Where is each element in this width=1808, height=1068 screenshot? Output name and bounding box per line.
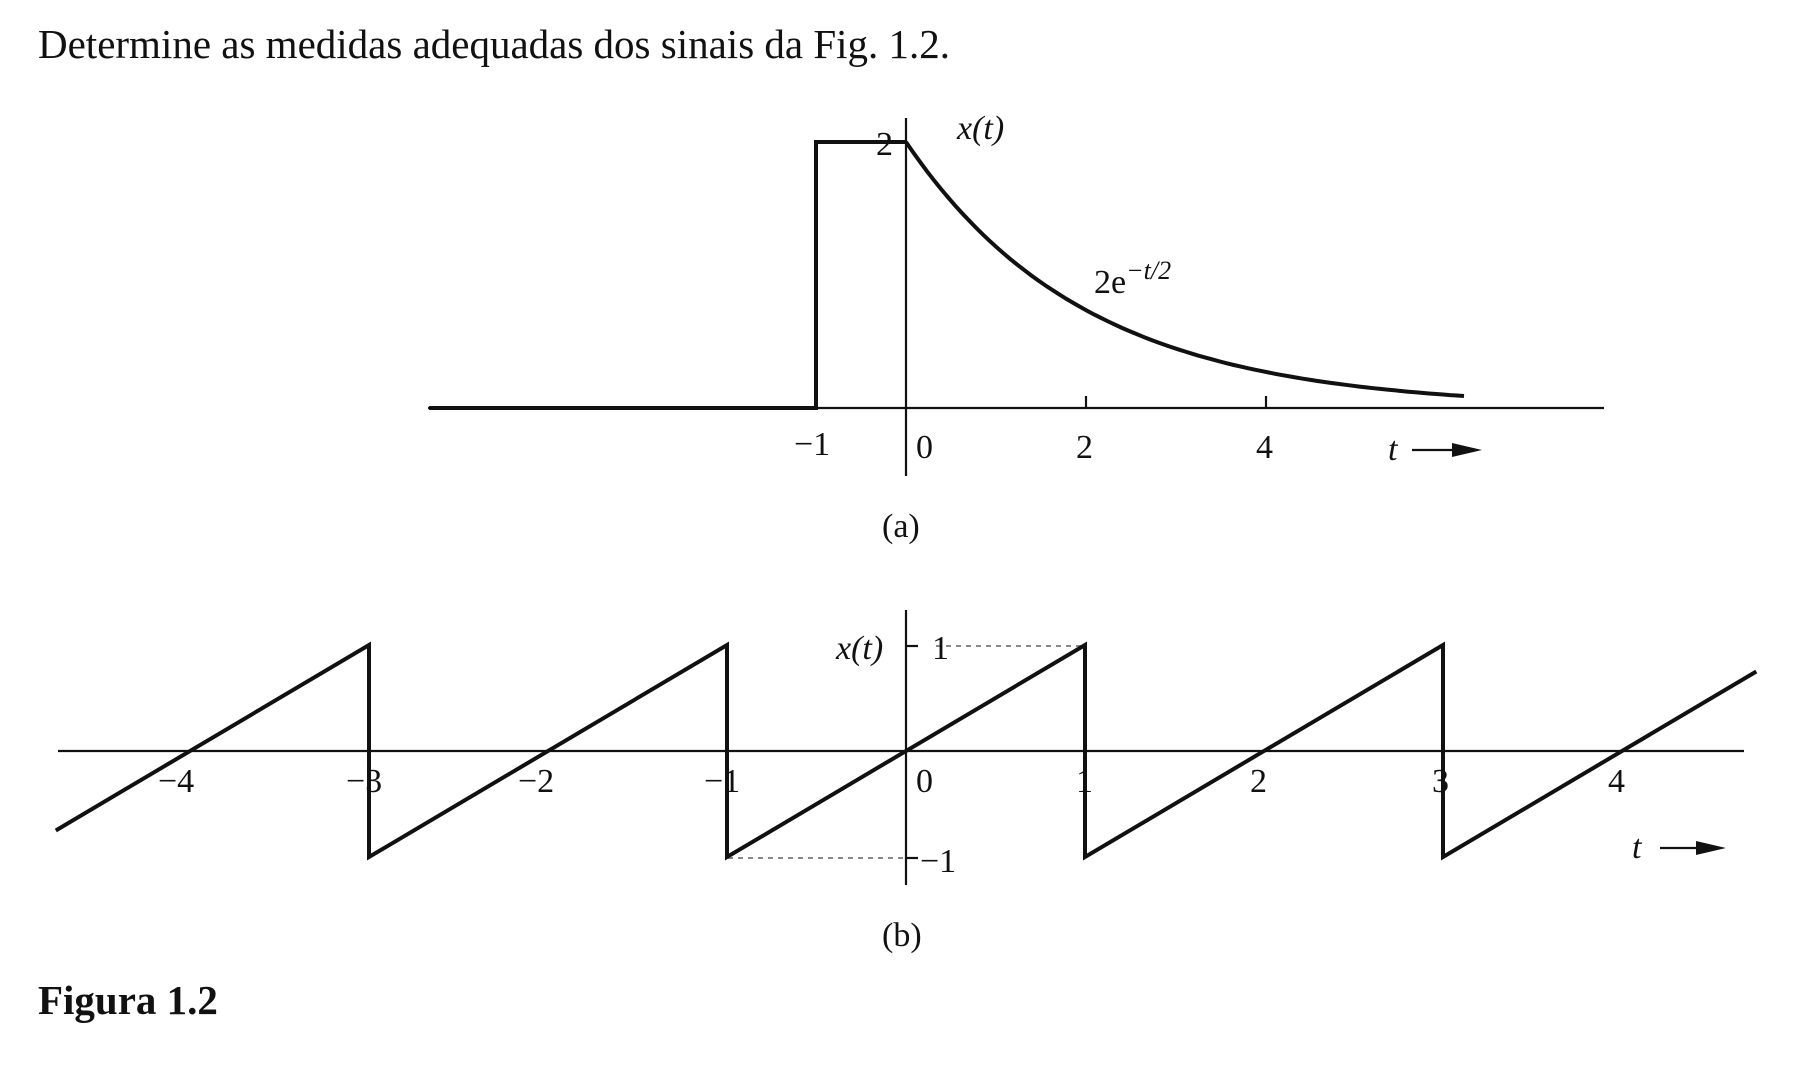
b-x-tick-label-neg4: −4 [158,763,194,800]
a-x-tick-label-0: 0 [916,429,933,466]
a-y-tick-label: 2 [876,126,893,163]
b-x-arrow-icon [1660,841,1726,855]
b-x-tick-label-neg2: −2 [518,763,554,800]
b-x-tick-label-neg3: −3 [346,763,382,800]
b-x-tick-label-0: 0 [916,763,933,800]
a-step-segment [429,140,906,410]
figure-caption: Figura 1.2 [38,977,218,1023]
b-y-tick-label-1: 1 [932,630,949,667]
a-curve-label: 2e−t/2 [1094,256,1171,301]
a-y-axis-label: x(t) [956,110,1004,147]
a-panel-label: (a) [882,508,920,545]
b-panel-label: (b) [882,917,922,954]
a-x-axis-label: t [1388,431,1399,468]
b-y-axis-label: x(t) [835,630,883,667]
a-x-arrow-icon [1412,443,1482,457]
a-exponential-curve [904,140,1465,398]
b-y-tick-label-neg1: −1 [920,843,956,880]
b-x-tick-label-3: 3 [1432,763,1449,800]
a-x-tick-label-4: 4 [1256,429,1273,466]
b-sawtooth-signal [54,641,1758,861]
a-x-tick-label-2: 2 [1076,429,1093,466]
b-x-tick-label-2: 2 [1250,763,1267,800]
b-x-axis-label: t [1632,829,1643,866]
a-x-tick-label-neg1: −1 [794,426,830,463]
b-x-tick-label-neg1: −1 [704,763,740,800]
b-x-tick-label-4: 4 [1608,763,1625,800]
b-x-tick-label-1: 1 [1076,763,1093,800]
problem-statement: Determine as medidas adequadas dos sinai… [38,21,951,67]
